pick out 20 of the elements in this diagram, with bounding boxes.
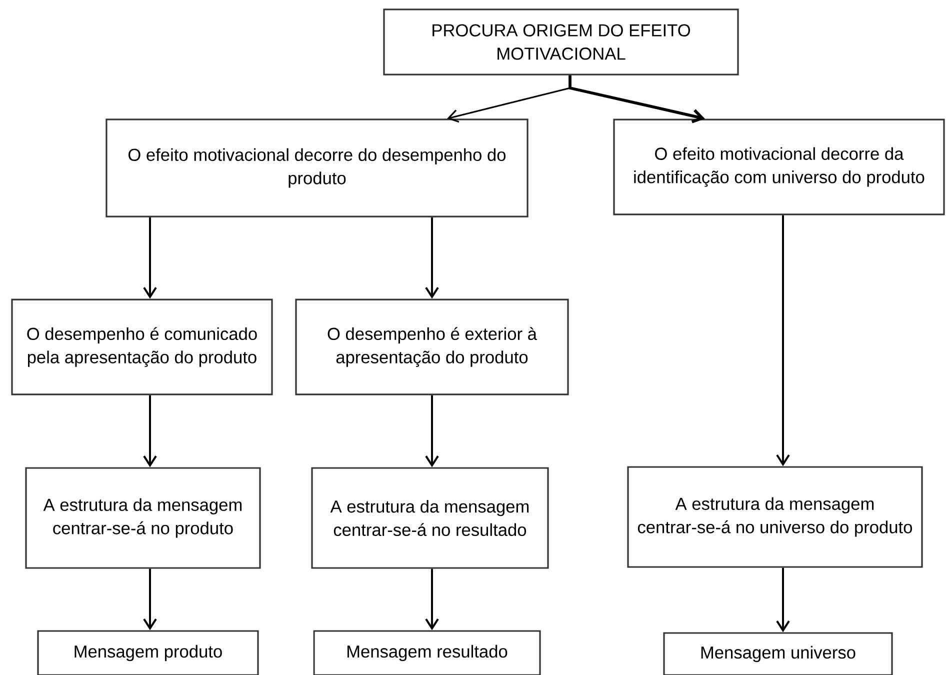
process-box: A estrutura da mensagem centrar-se-á no universo do produto bbox=[627, 466, 923, 568]
process-box: PROCURA ORIGEM DO EFEITO MOTIVACIONAL bbox=[383, 8, 739, 76]
arrow bbox=[776, 215, 790, 466]
process-box: A estrutura da mensagem centrar-se-á no resultado bbox=[311, 467, 549, 569]
arrow bbox=[425, 217, 439, 299]
arrow bbox=[776, 568, 790, 632]
arrow bbox=[568, 75, 706, 124]
arrow bbox=[425, 395, 439, 468]
process-box: O desempenho é comunicado pela apresentação do produto bbox=[11, 298, 273, 396]
process-box: O efeito motivacional decorre do desempenho do produto bbox=[106, 118, 528, 218]
process-box: Mensagem resultado bbox=[313, 630, 541, 675]
arrow bbox=[143, 395, 157, 468]
process-box: Mensagem produto bbox=[37, 630, 259, 675]
process-box: A estrutura da mensagem centrar-se-á no produto bbox=[25, 467, 261, 569]
arrow bbox=[143, 568, 157, 630]
arrow bbox=[143, 217, 157, 299]
process-box: O desempenho é exterior à apresentação do produto bbox=[295, 298, 569, 396]
process-box: Mensagem universo bbox=[663, 632, 893, 675]
process-box: O efeito motivacional decorre da identificação com universo do produto bbox=[613, 118, 945, 216]
arrow bbox=[425, 568, 439, 630]
